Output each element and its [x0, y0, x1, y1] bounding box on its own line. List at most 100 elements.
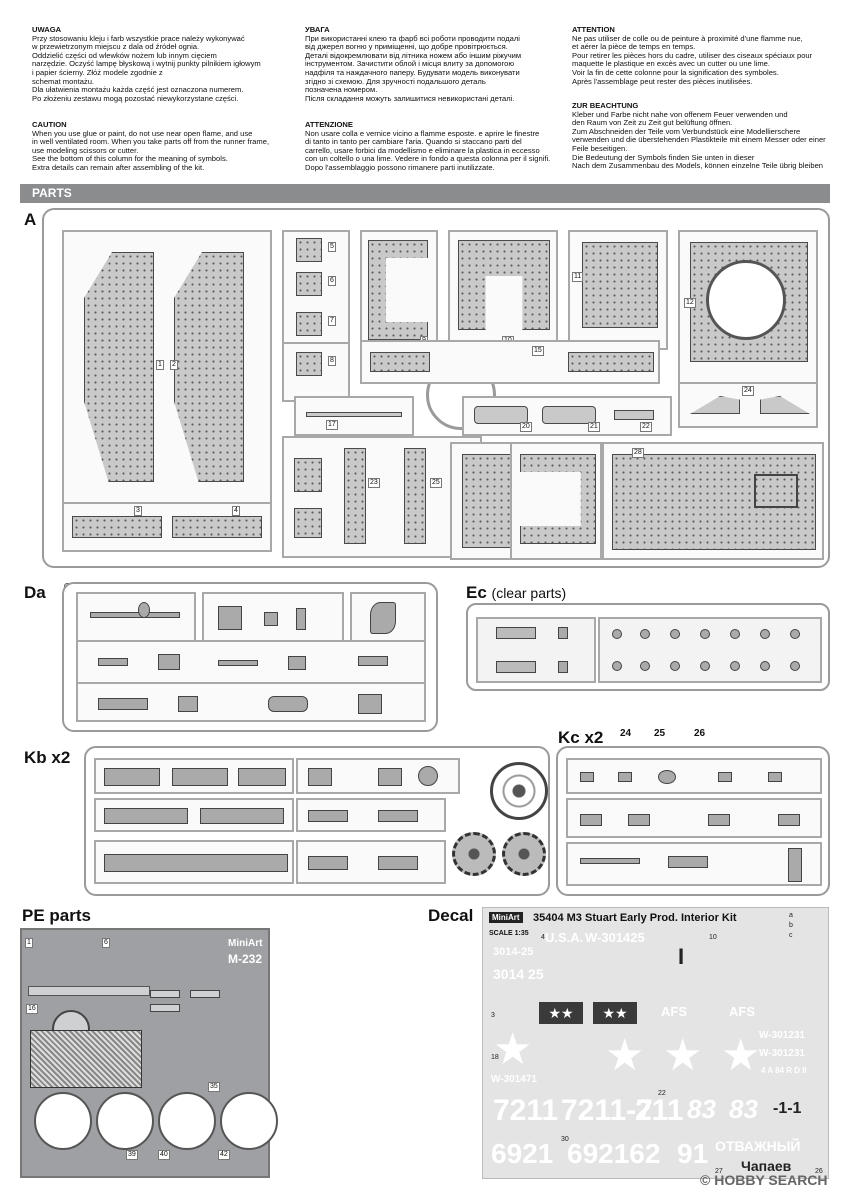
kc-part — [628, 814, 650, 826]
decal-num: 18 — [491, 1054, 499, 1061]
sprue-ec-frame — [466, 603, 830, 691]
sprue-a-turret-plate: 12 — [678, 230, 818, 400]
decal-usa-serial: W-301425 — [585, 930, 645, 945]
decal-w301231-a: W-301231 — [759, 1030, 805, 1041]
da-mount — [288, 656, 306, 670]
ec-lens-2 — [558, 661, 568, 673]
sprue-a-top-plate: 10 — [448, 230, 558, 350]
decal-num: 3 — [491, 1012, 495, 1019]
floor-hatch — [754, 474, 798, 508]
part-21 — [542, 406, 596, 424]
part-number: 24 — [742, 386, 754, 396]
kb-road-wheel — [490, 762, 548, 820]
kb-link-pair — [308, 856, 348, 870]
decal-692162: 692162 — [567, 1138, 661, 1169]
ec-periscope-2 — [496, 661, 536, 673]
note-german: ZUR BEACHTUNG Kleber und Farbe nicht nah… — [572, 101, 826, 171]
da-knob — [138, 602, 150, 618]
decal-211: 211 — [635, 1094, 684, 1127]
decal-star-large-3: ★ — [663, 1031, 703, 1080]
kb-track-row-3 — [94, 840, 294, 884]
kb-link-pair — [378, 810, 418, 822]
da-clamp — [268, 696, 308, 712]
decal-sheet: MiniArt 35404 M3 Stuart Early Prod. Inte… — [482, 907, 829, 1179]
part-number: 5 — [328, 242, 336, 252]
ec-light-d — [700, 629, 710, 639]
part-number: 4 — [232, 506, 240, 516]
kc-part — [668, 856, 708, 868]
decal-letter: c — [789, 932, 793, 939]
part-11 — [582, 242, 658, 328]
decal-num: 27 — [715, 1168, 723, 1175]
part-22 — [614, 410, 654, 420]
ec-light-b — [640, 629, 650, 639]
ec-light-i — [640, 661, 650, 671]
decal-letter: b — [789, 922, 793, 929]
lower-plate-3 — [72, 516, 162, 538]
sprue-a-lower-left: 23 25 — [282, 436, 482, 558]
pe-number: 6 — [102, 938, 110, 948]
decal-serial-a: 3014 25 — [493, 966, 544, 982]
pe-bar — [150, 1004, 180, 1012]
ec-lens-1 — [558, 627, 568, 639]
da-small-a — [264, 612, 278, 626]
part-number: 22 — [640, 422, 652, 432]
decal-afs-2: AFS — [729, 1004, 755, 1019]
part-5 — [296, 238, 322, 262]
decal-title: 35404 M3 Stuart Early Prod. Interior Kit — [533, 912, 737, 924]
kb-track-link — [104, 768, 160, 786]
ec-light-n — [790, 661, 800, 671]
part-20 — [474, 406, 528, 424]
kb-track-row-2 — [94, 798, 294, 832]
part-number: 6 — [328, 276, 336, 286]
kc-part — [768, 772, 782, 782]
pe-disc-1 — [34, 1092, 92, 1150]
kb-link-pair — [308, 810, 348, 822]
da-cell-5 — [76, 682, 426, 722]
part-7 — [296, 312, 322, 336]
kc-part — [718, 772, 732, 782]
da-cell-1 — [76, 592, 196, 642]
kc-rod — [580, 858, 640, 864]
da-handle — [98, 698, 148, 710]
decal-dash-1: -1-1 — [773, 1100, 802, 1117]
ec-light-g — [790, 629, 800, 639]
sprue-a-rod: 17 — [294, 396, 414, 436]
sprue-kc-frame — [556, 746, 830, 896]
kb-hex-nut — [418, 766, 438, 786]
decal-91: 91 — [677, 1138, 709, 1169]
pe-brand: MiniArt — [228, 938, 263, 949]
pe-number: 16 — [26, 1004, 38, 1014]
kc-part — [580, 814, 602, 826]
part-6 — [296, 272, 322, 296]
decal-scale: SCALE 1:35 — [489, 930, 529, 937]
decal-letter: a — [789, 912, 793, 919]
decal-usa: U.S.A. — [545, 930, 584, 945]
kc-part — [580, 772, 594, 782]
kc-callout-25: 25 — [654, 728, 666, 739]
part-number: 28 — [632, 448, 644, 458]
kb-track-link — [238, 768, 286, 786]
sprue-a-floor-plate: 28 — [602, 442, 824, 560]
decal-stars-black-1: ★★ — [539, 1002, 583, 1024]
ec-light-e — [730, 629, 740, 639]
decal-num: 26 — [815, 1168, 823, 1175]
part-number: 21 — [588, 422, 600, 432]
pe-disc-2 — [96, 1092, 154, 1150]
kb-track-long — [104, 854, 288, 872]
kb-track-strip — [200, 808, 284, 824]
decal-6921: 6921 — [491, 1138, 554, 1169]
pe-number: 40 — [158, 1150, 170, 1160]
ec-light-j — [670, 661, 680, 671]
part-27 — [612, 454, 816, 550]
hull-side-plate-left — [84, 252, 154, 482]
part-number: 17 — [326, 420, 338, 430]
pe-strip — [28, 986, 150, 996]
part-10 — [458, 240, 550, 330]
part-23 — [344, 448, 366, 544]
decal-serial-small: 3014-25 — [493, 946, 534, 958]
decal-83-a: 83 — [687, 1094, 716, 1124]
sprue-a-c-frame: 9 — [360, 230, 438, 350]
kc-part — [658, 770, 676, 784]
da-seat — [358, 694, 382, 714]
